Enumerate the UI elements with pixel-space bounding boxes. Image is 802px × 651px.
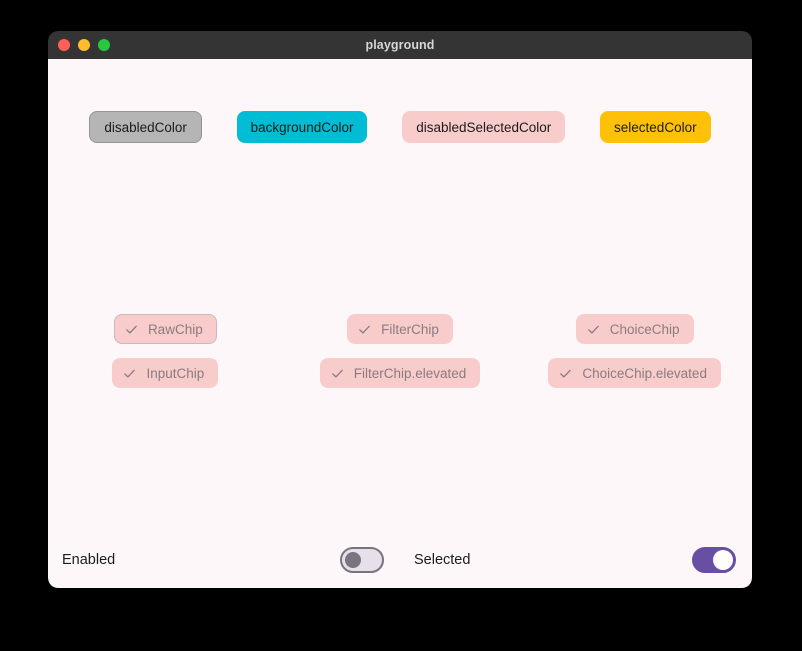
close-button[interactable] [58,39,70,51]
traffic-light-group [58,39,110,51]
check-icon [122,366,137,381]
color-chip-label: disabledSelectedColor [416,119,552,135]
control-label-selected: Selected [414,552,471,568]
chip-RawChip[interactable]: RawChip [113,314,217,344]
window-content: disabledColor backgroundColor disabledSele… [48,59,752,588]
chip-label: FilterChip.elevated [353,365,467,381]
zoom-button[interactable] [98,39,110,51]
color-chip-label: selectedColor [614,119,697,135]
switch-enabled[interactable] [340,547,384,573]
switch-thumb [345,552,361,568]
chip-ChoiceChip.elevated[interactable]: ChoiceChip.elevated [548,358,721,388]
check-icon [558,366,573,381]
chip-label: RawChip [147,321,203,337]
chip-FilterChip[interactable]: FilterChip [347,314,453,344]
check-icon [586,322,601,337]
chip-label: ChoiceChip.elevated [582,365,707,381]
chip-label: ChoiceChip [609,321,680,337]
color-chip-disabledSelectedColor[interactable]: disabledSelectedColor [402,111,566,143]
color-chip-backgroundColor[interactable]: backgroundColor [236,111,368,143]
color-chip-disabledColor[interactable]: disabledColor [89,111,202,143]
color-chip-label: disabledColor [104,119,187,135]
minimize-button[interactable] [78,39,90,51]
switch-thumb [713,550,733,570]
chip-label: FilterChip [381,321,439,337]
check-icon [357,322,372,337]
check-icon [330,366,345,381]
chip-FilterChip.elevated[interactable]: FilterChip.elevated [319,358,481,388]
bottom-controls: Enabled Selected [48,532,752,588]
switch-selected[interactable] [692,547,736,573]
chip-ChoiceChip[interactable]: ChoiceChip [575,314,694,344]
color-chip-selectedColor[interactable]: selectedColor [600,111,711,143]
window-titlebar[interactable]: playground [48,31,752,59]
control-enabled: Enabled [48,532,400,588]
color-chip-row: disabledColor backgroundColor disabledSele… [48,111,752,143]
chip-label: InputChip [146,365,205,381]
color-chip-label: backgroundColor [250,119,354,135]
window-title: playground [365,38,435,52]
check-icon [124,322,139,337]
control-selected: Selected [400,532,752,588]
chip-InputChip[interactable]: InputChip [112,358,219,388]
control-label-enabled: Enabled [62,552,116,568]
